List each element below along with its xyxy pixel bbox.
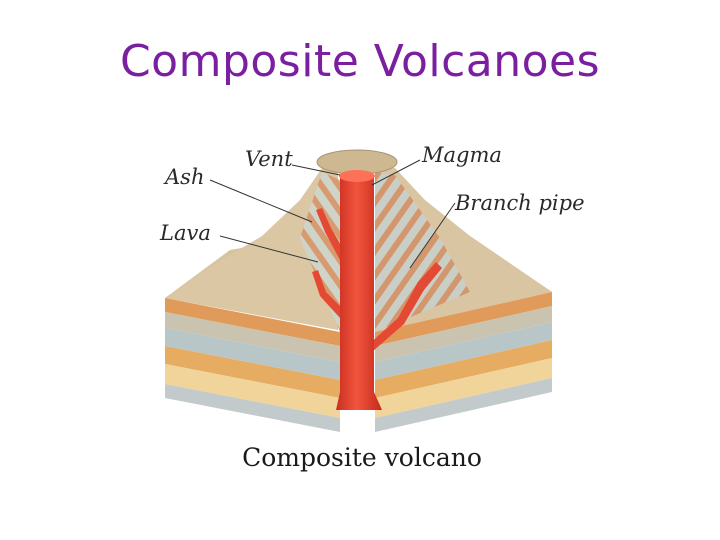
branch-pipe-left-lower (312, 270, 346, 318)
diagram-caption: Composite volcano (242, 443, 482, 472)
right-cut-face (375, 172, 470, 332)
magma-vent-top (339, 170, 375, 182)
left-strata (165, 298, 340, 432)
label-lava: Lava (159, 221, 211, 245)
magma-conduit (336, 175, 382, 410)
label-vent: Vent (245, 147, 293, 171)
label-ash: Ash (163, 165, 204, 189)
branch-pipe-left (316, 208, 346, 260)
leader-magma (371, 159, 421, 186)
leader-branch-pipe (409, 202, 456, 269)
slide-title: Composite Volcanoes (119, 36, 601, 87)
branch-pipe-right (368, 262, 442, 352)
leader-lava (219, 235, 319, 263)
label-branch-pipe: Branch pipe (454, 191, 585, 215)
left-volcano-slope (165, 162, 338, 330)
left-cut-face (300, 172, 340, 332)
right-strata (375, 292, 552, 432)
leader-vent (291, 164, 341, 176)
leader-ash (209, 179, 313, 223)
label-magma: Magma (421, 143, 502, 167)
